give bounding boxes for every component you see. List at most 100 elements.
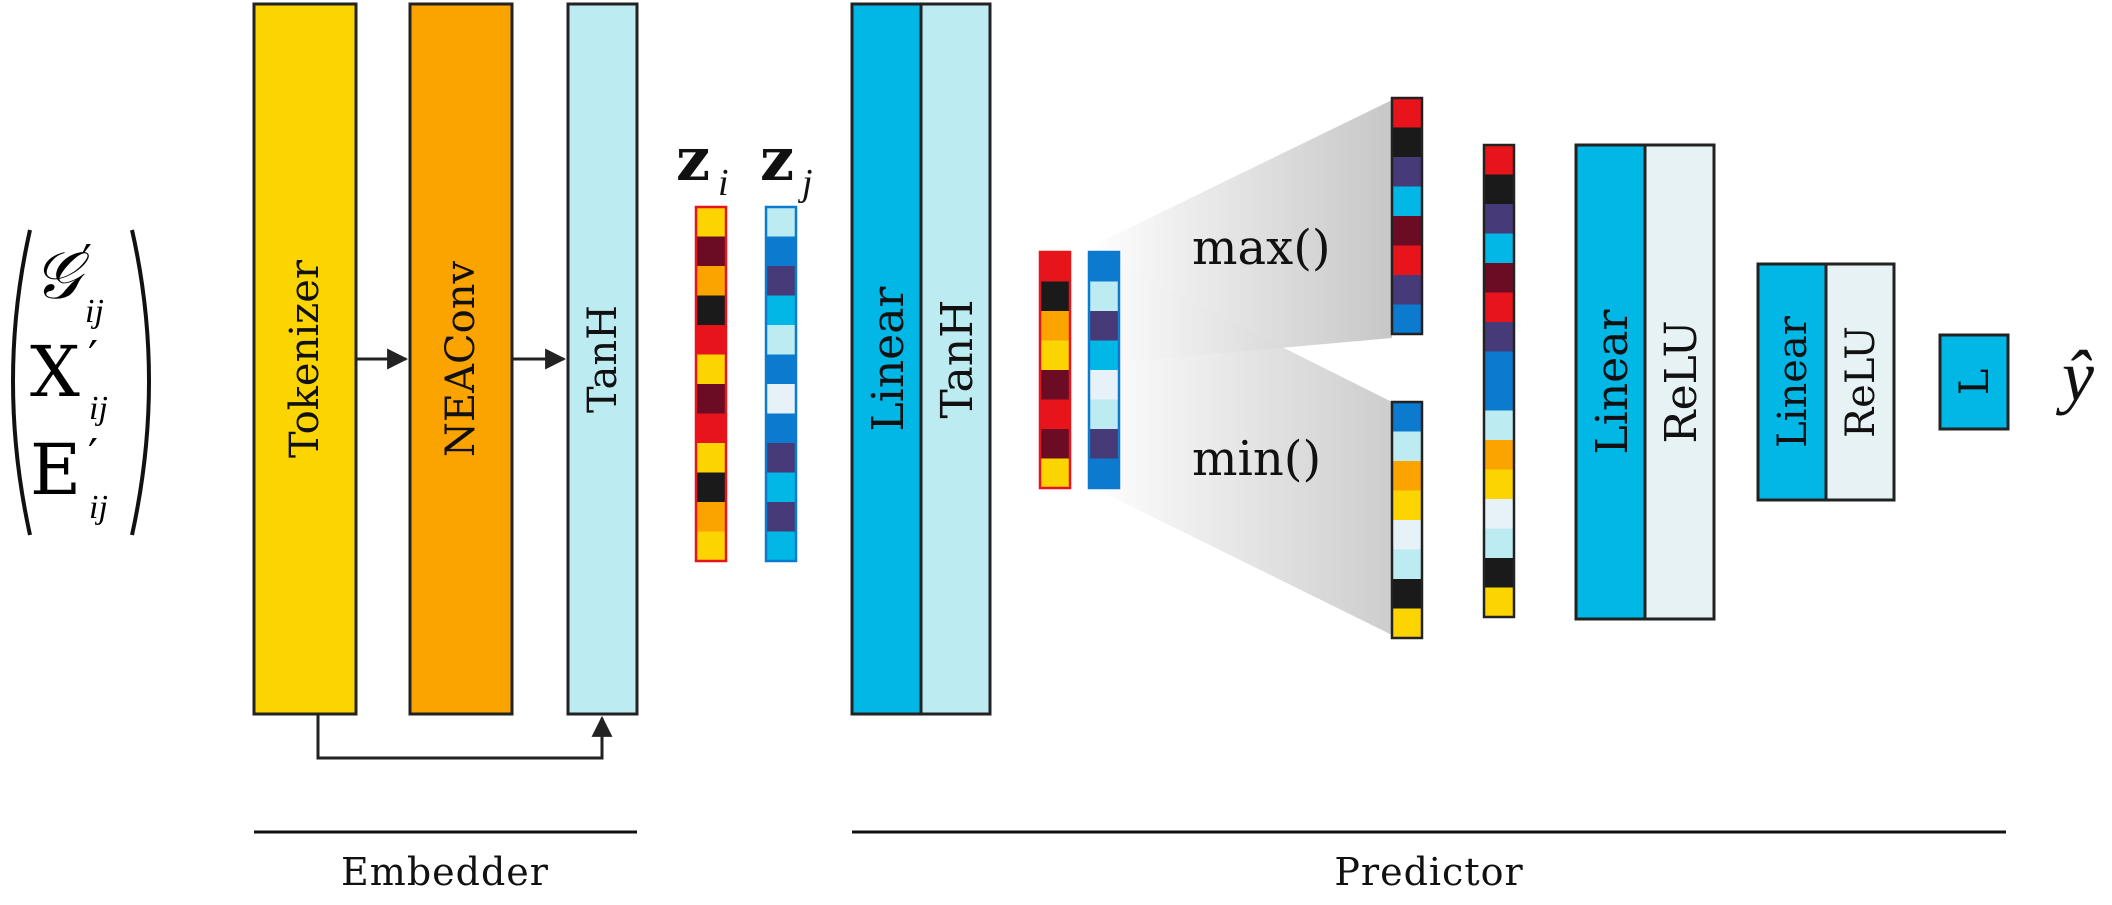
tanh-block-predictor [919, 2, 992, 716]
pair-right-cell [1089, 340, 1119, 370]
pair-right-cell [1089, 370, 1119, 400]
relu-block-3 [1824, 262, 1896, 502]
zj-vector-cell [766, 266, 796, 296]
pair-vector-left [1038, 250, 1072, 490]
linear-label-2: Linear [1587, 309, 1638, 455]
max-vector-cell [1392, 186, 1422, 216]
concat-vector-cell [1484, 528, 1514, 558]
min-pooled-vector [1390, 400, 1424, 640]
zi-vector-cell [696, 384, 726, 414]
zi-vector-cell [696, 354, 726, 384]
max-vector-cell [1392, 245, 1422, 275]
input-graph-sub: ij [85, 293, 104, 330]
min-vector-cell [1392, 579, 1422, 609]
max-vector-cell [1392, 127, 1422, 157]
zi-symbol: z [676, 125, 710, 195]
input-x-prime: ′ [88, 332, 98, 383]
predictor-group: Linear TanH max() min() Linear ReLU Line… [850, 2, 2010, 894]
linear-label-3: Linear [1770, 315, 1816, 448]
concat-vector-cell [1484, 322, 1514, 352]
max-pooled-vector [1390, 96, 1424, 336]
concatenated-vector [1482, 143, 1516, 619]
concat-vector-cell [1484, 499, 1514, 529]
pair-vector-right [1087, 250, 1121, 490]
embedding-vectors: z i z j [676, 125, 813, 563]
concat-vector-cell [1484, 351, 1514, 381]
pair-right-cell [1089, 252, 1119, 282]
linear-block-3 [1756, 262, 1828, 502]
zj-vector-cell [766, 384, 796, 414]
max-label: max() [1192, 220, 1331, 276]
zi-vector-outline [694, 205, 728, 563]
zj-vector-cell [766, 443, 796, 473]
concat-vector-cell [1484, 263, 1514, 293]
zj-vector-outline [764, 205, 798, 563]
input-tuple: 𝒢 ′ ij X ′ ij E ′ ij [11, 229, 151, 536]
zi-vector-cell [696, 472, 726, 502]
zj-subscript: j [797, 162, 813, 204]
max-vector-outline [1390, 96, 1424, 336]
concat-vector-cell [1484, 204, 1514, 234]
zi-vector-cell [696, 295, 726, 325]
embedder-label: Embedder [341, 850, 549, 894]
max-vector-cell [1392, 216, 1422, 246]
zj-vector-cell [766, 531, 796, 561]
concat-vector-cell [1484, 381, 1514, 411]
tanh-label-predictor: TanH [932, 300, 983, 419]
pair-left-cell [1040, 340, 1070, 370]
final-l-block [1938, 333, 2010, 431]
zi-vector-cell [696, 531, 726, 561]
zj-vector-cell [766, 413, 796, 443]
zj-vector-cell [766, 472, 796, 502]
zj-symbol: z [760, 125, 794, 195]
min-label: min() [1192, 431, 1321, 487]
concat-vector-cell [1484, 233, 1514, 263]
zj-vector-cell [766, 207, 796, 237]
input-x-symbol: X [30, 331, 80, 413]
embedder-group: Tokenizer NEAConv TanH Embedder [252, 2, 639, 894]
min-vector-cell [1392, 608, 1422, 638]
min-vector-outline [1390, 400, 1424, 640]
pair-left-outline [1038, 250, 1072, 490]
pair-left-cell [1040, 399, 1070, 429]
relu-label-3: ReLU [1838, 326, 1884, 438]
pair-left-cell [1040, 370, 1070, 400]
max-vector-cell [1392, 275, 1422, 305]
concat-vector-cell [1484, 410, 1514, 440]
skip-connection-arrow [316, 714, 613, 760]
max-vector-cell [1392, 157, 1422, 187]
pair-left-cell [1040, 429, 1070, 459]
zj-vector [764, 205, 798, 563]
left-paren [11, 229, 32, 536]
max-vector-cell [1392, 98, 1422, 128]
linear-block-1 [850, 2, 923, 716]
tokenizer-label: Tokenizer [282, 259, 328, 458]
pair-right-cell [1089, 458, 1119, 488]
zi-vector-cell [696, 236, 726, 266]
concat-vector-cell [1484, 558, 1514, 588]
relu-block-2 [1643, 143, 1716, 621]
zj-vector-cell [766, 325, 796, 355]
min-vector-cell [1392, 490, 1422, 520]
neaconv-block [408, 2, 514, 716]
min-vector-cell [1392, 431, 1422, 461]
zj-vector-cell [766, 354, 796, 384]
concat-vector-outline [1482, 143, 1516, 619]
input-graph-prime: ′ [82, 236, 92, 287]
min-fan-shading [1088, 250, 1392, 635]
pair-left-cell [1040, 252, 1070, 282]
min-vector-cell [1392, 461, 1422, 491]
tanh-label-embedder: TanH [580, 305, 626, 413]
zj-vector-cell [766, 502, 796, 532]
pair-left-cell [1040, 281, 1070, 311]
pair-right-cell [1089, 429, 1119, 459]
tokenizer-block [252, 2, 358, 716]
concat-vector-cell [1484, 292, 1514, 322]
pair-right-cell [1089, 311, 1119, 341]
zi-vector-cell [696, 266, 726, 296]
predictor-label: Predictor [1334, 850, 1523, 894]
max-vector-cell [1392, 304, 1422, 334]
input-e-sub: ij [89, 489, 108, 526]
zi-vector-cell [696, 207, 726, 237]
